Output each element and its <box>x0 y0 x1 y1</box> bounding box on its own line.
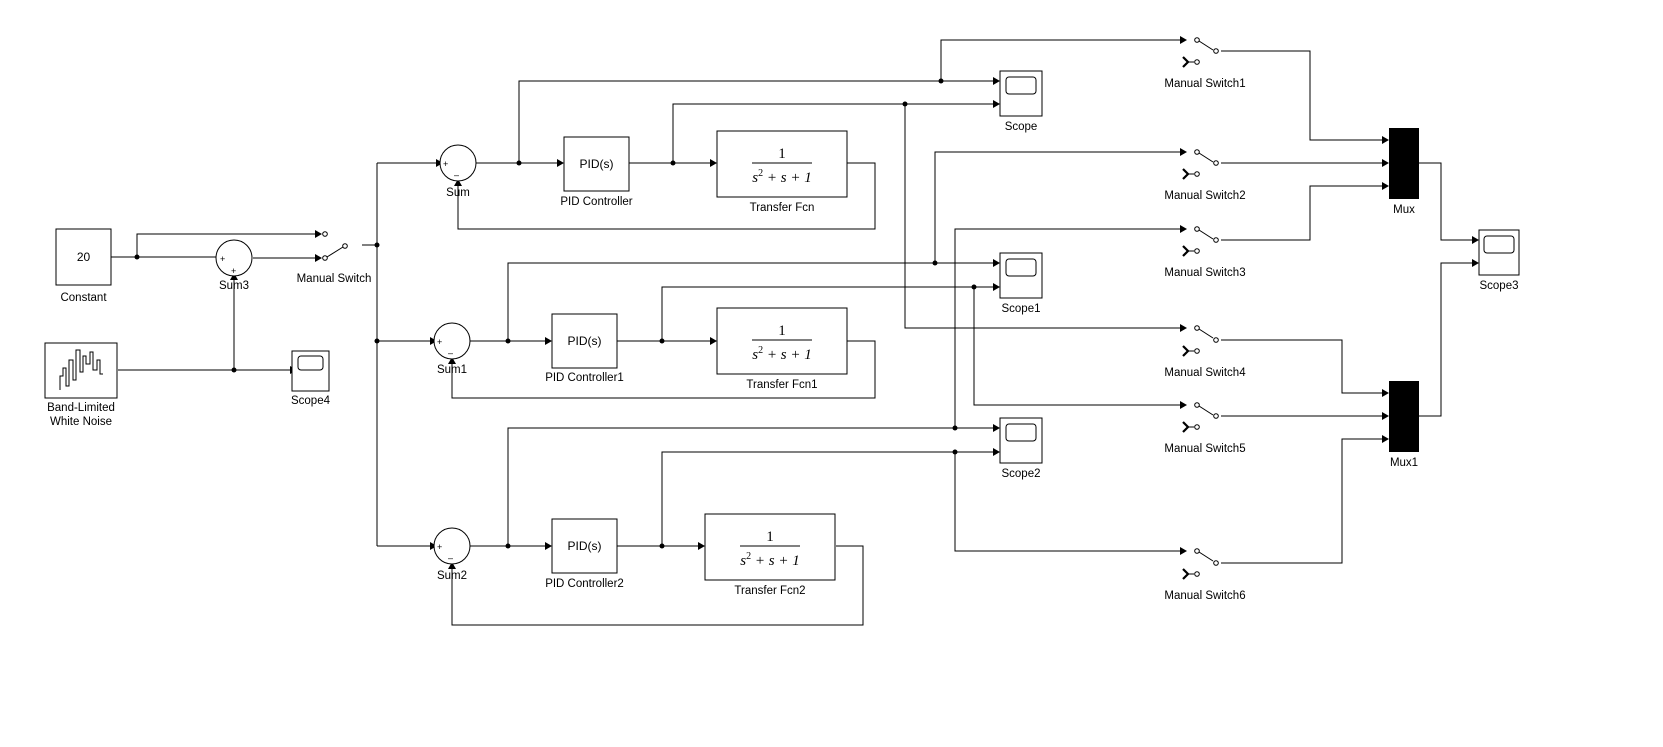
scope2-label: Scope2 <box>1001 468 1040 480</box>
transfer-fcn1-block[interactable]: 1 s2 + s + 1 Transfer Fcn1 <box>716 307 848 391</box>
sum2-sign-plus: + <box>437 542 442 552</box>
manual-switch1-block[interactable]: Manual Switch1 <box>1164 37 1246 90</box>
manual-switch6-label: Manual Switch6 <box>1164 590 1245 602</box>
manual-switch5-block[interactable]: Manual Switch5 <box>1164 402 1246 455</box>
noise-waveform-icon <box>59 349 103 390</box>
scope2-block[interactable]: Scope2 <box>999 417 1043 480</box>
manual-switch2-block[interactable]: Manual Switch2 <box>1164 149 1246 202</box>
sum1-sign-plus: + <box>437 337 442 347</box>
transfer-fcn2-numerator: 1 <box>766 529 774 545</box>
pid-controller1-text: PID(s) <box>568 334 602 348</box>
transfer-fcn2-denominator: s2 + s + 1 <box>740 551 799 569</box>
scope4-screen-icon <box>297 355 324 371</box>
scope3-block[interactable]: Scope3 <box>1478 229 1520 292</box>
sum2-sign-minus: – <box>448 553 453 563</box>
sum1-sign-minus: – <box>448 348 453 358</box>
sum1-block[interactable]: + – Sum1 <box>433 322 471 376</box>
constant-block[interactable]: 20 Constant <box>55 228 112 304</box>
transfer-fcn-label: Transfer Fcn <box>750 202 815 214</box>
mux-block[interactable]: Mux <box>1389 128 1419 216</box>
scope1-block[interactable]: Scope1 <box>999 252 1043 315</box>
scope1-screen-icon <box>1005 258 1037 277</box>
transfer-fcn1-denominator: s2 + s + 1 <box>752 345 811 363</box>
scope4-label: Scope4 <box>291 395 331 407</box>
arrowheads <box>227 36 1479 569</box>
pid-controller1-label: PID Controller1 <box>545 372 624 384</box>
manual-switch4-block[interactable]: Manual Switch4 <box>1164 325 1246 379</box>
manual-switch-label: Manual Switch <box>297 273 372 285</box>
sum3-block[interactable]: + + Sum3 <box>215 239 253 292</box>
transfer-fcn1-label: Transfer Fcn1 <box>746 379 817 391</box>
pid-controller2-label: PID Controller2 <box>545 578 624 590</box>
manual-switch3-label: Manual Switch3 <box>1164 267 1245 279</box>
transfer-fcn-denominator: s2 + s + 1 <box>752 168 811 186</box>
pid-controller-text: PID(s) <box>580 157 614 171</box>
sum-block[interactable]: + – Sum <box>439 144 477 199</box>
sum2-block[interactable]: + – Sum2 <box>433 527 471 582</box>
sum-sign-plus: + <box>443 159 448 169</box>
scope4-block[interactable]: Scope4 <box>291 350 331 407</box>
band-limited-white-noise-block[interactable]: Band-Limited White Noise <box>44 342 118 428</box>
branch-points <box>134 78 977 549</box>
manual-switch5-label: Manual Switch5 <box>1164 443 1245 455</box>
mux1-block[interactable]: Mux1 <box>1389 381 1419 469</box>
pid-controller-label: PID Controller <box>560 196 632 208</box>
transfer-fcn1-numerator: 1 <box>778 323 786 339</box>
manual-switch4-label: Manual Switch4 <box>1164 367 1246 379</box>
noise-label-line1: Band-Limited <box>47 402 115 414</box>
scope3-screen-icon <box>1483 235 1515 254</box>
transfer-fcn-block[interactable]: 1 s2 + s + 1 Transfer Fcn <box>716 130 848 214</box>
scope2-screen-icon <box>1005 423 1037 442</box>
scope-label: Scope <box>1005 121 1038 133</box>
pid-controller1-block[interactable]: PID(s) PID Controller1 <box>545 313 624 384</box>
sum3-sign-1: + <box>220 254 225 264</box>
manual-switch-block[interactable]: Manual Switch <box>297 231 372 285</box>
constant-value: 20 <box>77 250 91 264</box>
transfer-fcn2-block[interactable]: 1 s2 + s + 1 Transfer Fcn2 <box>704 513 836 597</box>
sum3-label: Sum3 <box>219 280 249 292</box>
pid-controller-block[interactable]: PID(s) PID Controller <box>560 136 633 208</box>
sum3-sign-2: + <box>231 266 236 276</box>
scope-screen-icon <box>1005 76 1037 95</box>
pid-controller2-text: PID(s) <box>568 539 602 553</box>
sum2-label: Sum2 <box>437 570 467 582</box>
manual-switch2-label: Manual Switch2 <box>1164 190 1245 202</box>
constant-label: Constant <box>60 292 107 304</box>
transfer-fcn2-label: Transfer Fcn2 <box>734 585 805 597</box>
sum-sign-minus: – <box>454 170 459 180</box>
scope3-label: Scope3 <box>1479 280 1518 292</box>
scope1-label: Scope1 <box>1001 303 1040 315</box>
manual-switch3-block[interactable]: Manual Switch3 <box>1164 226 1246 279</box>
noise-label-line2: White Noise <box>50 416 112 428</box>
manual-switch6-block[interactable]: Manual Switch6 <box>1164 548 1246 602</box>
mux1-label: Mux1 <box>1390 457 1418 469</box>
pid-controller2-block[interactable]: PID(s) PID Controller2 <box>545 518 624 590</box>
mux-label: Mux <box>1393 204 1415 216</box>
sum-label: Sum <box>446 187 470 199</box>
transfer-fcn-numerator: 1 <box>778 146 786 162</box>
sum1-label: Sum1 <box>437 364 467 376</box>
manual-switch1-label: Manual Switch1 <box>1164 78 1245 90</box>
scope-block[interactable]: Scope <box>999 70 1043 133</box>
signal-lines <box>111 39 1472 626</box>
